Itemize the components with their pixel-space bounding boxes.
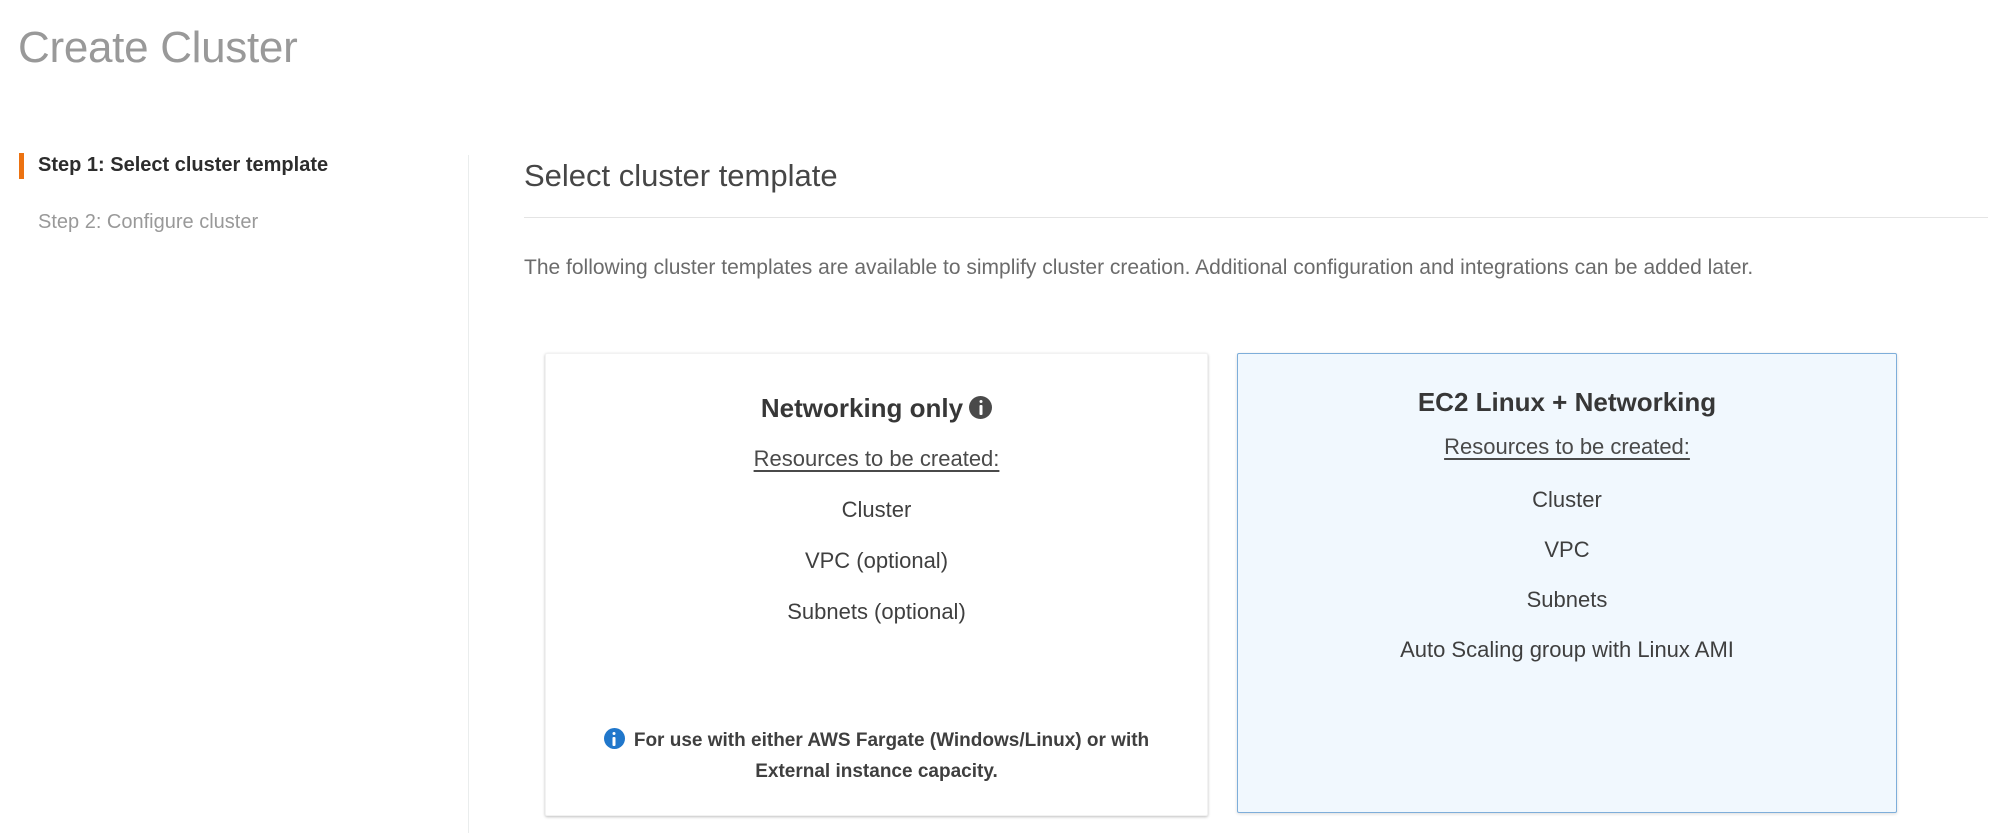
list-item: Cluster [1532, 487, 1602, 512]
list-item: Cluster [841, 497, 912, 522]
template-card-title-text: Networking only [760, 393, 964, 423]
list-item: Subnets (optional) [787, 599, 966, 624]
template-card-ec2-linux-networking[interactable]: EC2 Linux + Networking Resources to be c… [1237, 353, 1897, 813]
template-card-title: EC2 Linux + Networking [1256, 354, 1878, 425]
section-description: The following cluster templates are avai… [524, 256, 1754, 279]
resources-heading: Resources to be created: [1444, 434, 1690, 459]
sidebar-item-step-2-label: Step 2: Configure cluster [38, 211, 259, 233]
list-item: VPC [1544, 537, 1590, 562]
list-item: Auto Scaling group with Linux AMI [1400, 637, 1734, 662]
wizard-sidebar: Step 1: Select cluster template Step 2: … [0, 140, 468, 833]
template-card-title: Networking only [564, 354, 1189, 431]
main-content: Select cluster template The following cl… [524, 0, 1999, 833]
resources-heading: Resources to be created: [753, 446, 1000, 471]
template-card-note-text: For use with either AWS Fargate (Windows… [633, 730, 1150, 782]
template-card-title-text: EC2 Linux + Networking [1417, 387, 1717, 417]
template-card-note: For use with either AWS Fargate (Windows… [564, 725, 1189, 787]
resource-list: Cluster VPC (optional) Subnets (optional… [564, 496, 1189, 626]
page-title: Create Cluster [18, 23, 298, 72]
info-icon[interactable] [969, 396, 993, 419]
resource-list: Cluster VPC Subnets Auto Scaling group w… [1256, 486, 1878, 664]
template-card-networking-only[interactable]: Networking only Resources to be created:… [545, 353, 1208, 816]
section-divider [524, 217, 1988, 218]
sidebar-item-step-2[interactable]: Step 2: Configure cluster [0, 209, 468, 235]
list-item: Subnets [1526, 587, 1608, 612]
section-title: Select cluster template [524, 158, 838, 193]
active-step-marker [19, 153, 24, 179]
list-item: VPC (optional) [804, 548, 949, 573]
sidebar-item-step-1-label: Step 1: Select cluster template [38, 154, 329, 176]
info-icon-blue [603, 728, 625, 749]
sidebar-divider [468, 155, 469, 833]
sidebar-item-step-1[interactable]: Step 1: Select cluster template [0, 152, 468, 179]
